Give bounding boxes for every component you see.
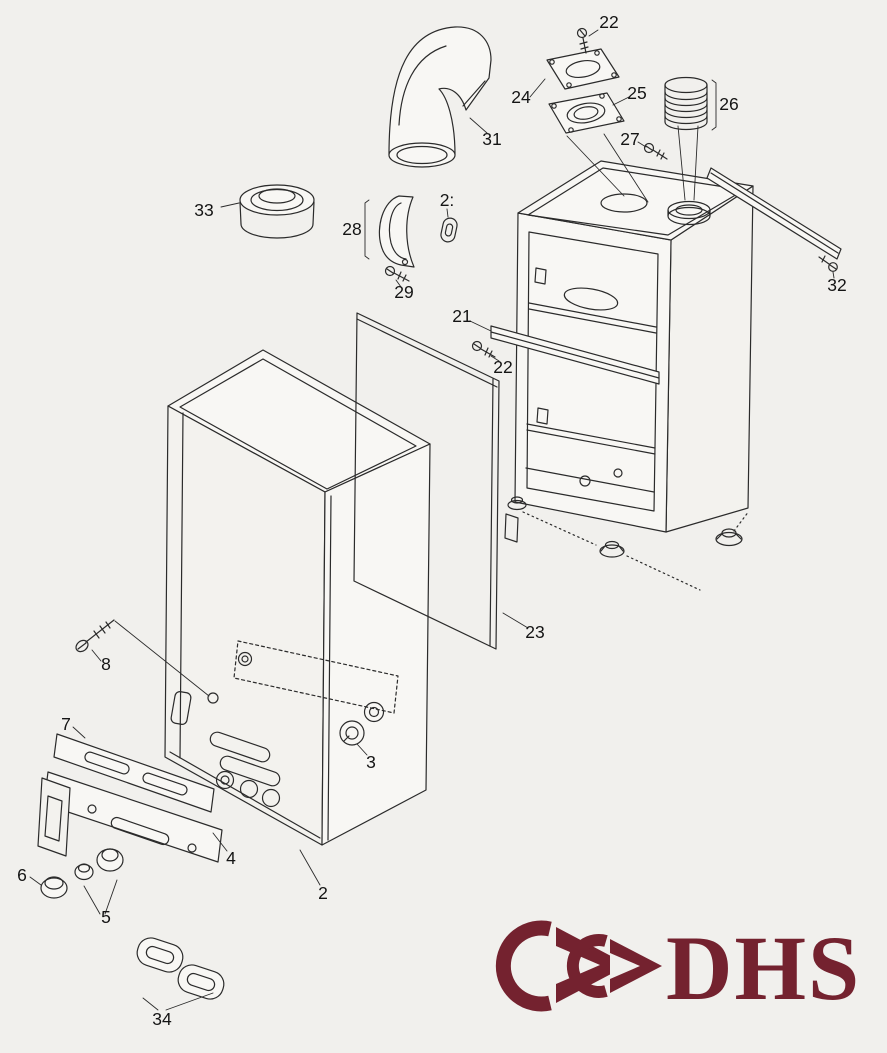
callout-6: 6 (17, 865, 27, 885)
callout-25: 25 (627, 83, 646, 103)
part-clamp-bracket-28 (378, 195, 415, 268)
callout-8: 8 (101, 654, 111, 674)
dhs-logo: DHS (495, 917, 861, 1019)
callout-26: 26 (719, 94, 738, 114)
part-back-panel-23 (353, 312, 500, 650)
part-control-knob-6 (40, 876, 68, 899)
part-flue-elbow-31 (388, 26, 492, 168)
logo-arrow-small-icon (566, 934, 608, 998)
callout-22-mid: 22 (493, 357, 512, 377)
screw-22-mid-icon (471, 340, 496, 358)
callout-7: 7 (61, 714, 71, 734)
callout-21: 21 (452, 306, 471, 326)
part-trim-strip-7 (53, 733, 215, 813)
screw-8-icon (75, 619, 115, 653)
part-cross-rail-21 (490, 325, 660, 385)
logo-arrow-large-icon (495, 920, 552, 1012)
part-cabinet-frame (504, 160, 754, 591)
callout-33: 33 (194, 200, 213, 220)
part-outer-casing-2 (164, 349, 431, 846)
callout-29: 29 (394, 282, 413, 302)
screw-32-icon (818, 255, 838, 272)
screw-27-icon (643, 142, 668, 160)
part-top-rail-32 (706, 167, 842, 260)
callout-31: 31 (482, 129, 501, 149)
part-collar-33 (239, 184, 315, 239)
part-flue-gaskets-24-25 (546, 48, 649, 203)
callout-3: 3 (366, 752, 376, 772)
callout-2a: 2: (440, 190, 455, 210)
screw-22-top-icon (576, 27, 589, 54)
callout-5: 5 (101, 907, 111, 927)
leader-lines (29, 29, 835, 1011)
callout-23: 23 (525, 622, 544, 642)
callout-24: 24 (511, 87, 531, 107)
part-grommet-2a (440, 217, 458, 243)
callout-4: 4 (226, 848, 236, 868)
screw-29-icon (384, 265, 410, 282)
logo-arrow-small-notch (610, 953, 640, 979)
callout-28: 28 (342, 219, 361, 239)
logo-text: DHS (666, 917, 861, 1019)
part-grommets-34 (136, 937, 225, 1000)
part-control-knob-5 (74, 848, 124, 881)
callout-22-top: 22 (599, 12, 618, 32)
callout-2: 2 (318, 883, 328, 903)
part-flue-adaptor-26 (664, 76, 708, 201)
thermostat-dial-3 (339, 720, 365, 746)
callout-32: 32 (827, 275, 846, 295)
part-control-bracket-4 (37, 771, 223, 863)
callout-27: 27 (620, 129, 639, 149)
callout-34: 34 (152, 1009, 172, 1029)
